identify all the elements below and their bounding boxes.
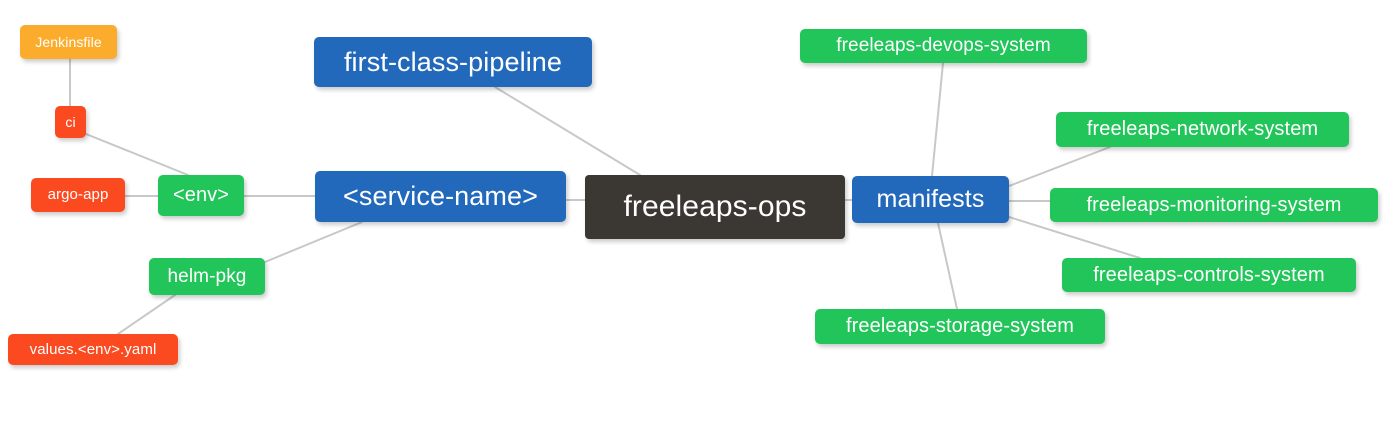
node-values-env-yaml[interactable]: values.<env>.yaml <box>8 334 178 365</box>
node-label: Jenkinsfile <box>35 33 102 50</box>
node-jenkinsfile[interactable]: Jenkinsfile <box>20 25 117 59</box>
node-ci[interactable]: ci <box>55 106 86 138</box>
node-freeleaps-ops[interactable]: freeleaps-ops <box>585 175 845 239</box>
node-label: freeleaps-storage-system <box>845 315 1075 337</box>
edge-manifests-devops <box>931 62 944 177</box>
node-label: helm-pkg <box>167 265 247 287</box>
node-label: argo-app <box>47 186 109 204</box>
node-label: freeleaps-network-system <box>1086 118 1319 140</box>
node-label: first-class-pipeline <box>343 46 563 77</box>
node-label: manifests <box>876 185 985 214</box>
node-label: ci <box>65 113 76 130</box>
node-label: <service-name> <box>343 181 538 212</box>
edge-ci-env <box>85 133 189 176</box>
node-label: freeleaps-monitoring-system <box>1086 193 1342 216</box>
edge-manifests-network <box>1008 146 1111 187</box>
node-freeleaps-monitoring-system[interactable]: freeleaps-monitoring-system <box>1050 188 1378 222</box>
node-label: values.<env>.yaml <box>29 340 157 358</box>
node-first-class-pipeline[interactable]: first-class-pipeline <box>314 37 592 87</box>
node-service-name[interactable]: <service-name> <box>315 171 566 222</box>
node-label: <env> <box>172 184 230 206</box>
edge-pipeline-ops <box>494 86 641 176</box>
node-manifests[interactable]: manifests <box>852 176 1009 223</box>
node-label: freeleaps-controls-system <box>1093 263 1325 286</box>
node-freeleaps-devops-system[interactable]: freeleaps-devops-system <box>800 29 1087 63</box>
node-freeleaps-storage-system[interactable]: freeleaps-storage-system <box>815 309 1105 344</box>
node-label: freeleaps-ops <box>623 190 807 224</box>
node-helm-pkg[interactable]: helm-pkg <box>149 258 265 295</box>
node-label: freeleaps-devops-system <box>836 35 1051 57</box>
node-argo-app[interactable]: argo-app <box>31 178 125 212</box>
node-freeleaps-network-system[interactable]: freeleaps-network-system <box>1056 112 1349 147</box>
edge-manifests-storage <box>937 222 958 310</box>
edge-helmpkg-servicename <box>264 221 363 263</box>
edge-values-helmpkg <box>117 294 176 335</box>
node-env[interactable]: <env> <box>158 175 244 216</box>
edge-manifests-controls <box>1008 216 1141 259</box>
node-freeleaps-controls-system[interactable]: freeleaps-controls-system <box>1062 258 1356 292</box>
